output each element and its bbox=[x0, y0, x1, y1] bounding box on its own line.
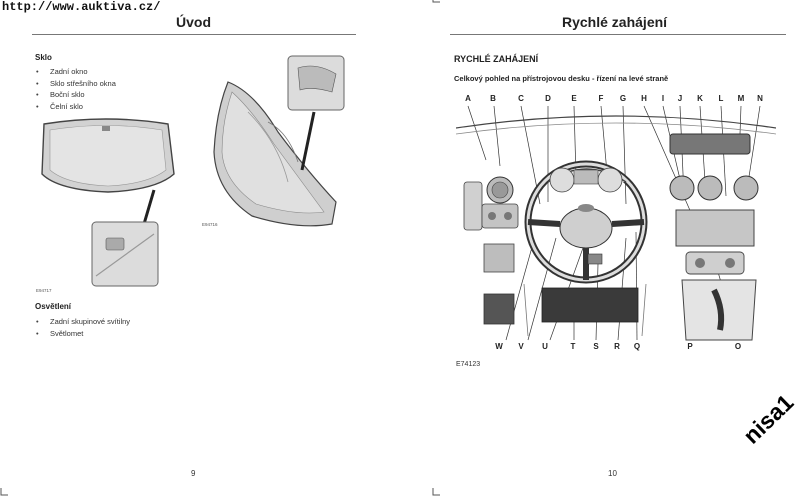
lighting-heading: Osvětlení bbox=[35, 302, 72, 311]
callout-label: U bbox=[542, 342, 548, 351]
callout-label: M bbox=[737, 94, 745, 103]
dashboard-illustration bbox=[456, 105, 776, 341]
callout-label: E bbox=[571, 94, 577, 103]
list-item: Zadní skupinové svítilny bbox=[36, 316, 130, 328]
callout-label: A bbox=[465, 94, 471, 103]
page-number: 10 bbox=[608, 469, 617, 478]
callout-label: N bbox=[757, 94, 763, 103]
windscreen-illustration bbox=[41, 118, 175, 287]
list-item: Boční sklo bbox=[36, 89, 116, 101]
page-title: Úvod bbox=[176, 14, 211, 30]
title-rule bbox=[450, 34, 786, 35]
section-heading: RYCHLÉ ZAHÁJENÍ bbox=[454, 54, 539, 64]
figure-code: E74123 bbox=[456, 361, 481, 368]
crop-mark bbox=[432, 488, 440, 496]
crop-mark bbox=[432, 0, 440, 3]
callout-label: B bbox=[490, 94, 496, 103]
page-title: Rychlé zahájení bbox=[562, 14, 668, 30]
callout-label: P bbox=[687, 342, 693, 351]
glass-heading: Sklo bbox=[35, 53, 52, 62]
callout-label: J bbox=[677, 94, 683, 103]
list-item: Světlomet bbox=[36, 328, 130, 340]
callout-label: Q bbox=[633, 342, 641, 351]
callout-label: F bbox=[598, 94, 604, 103]
callout-label: H bbox=[641, 94, 647, 103]
section-subheading: Celkový pohled na přístrojovou desku - ř… bbox=[454, 74, 669, 83]
callout-label: T bbox=[570, 342, 576, 351]
callout-label: I bbox=[661, 94, 665, 103]
crop-mark bbox=[0, 488, 8, 496]
list-item: Zadní okno bbox=[36, 66, 116, 78]
title-rule bbox=[32, 34, 356, 35]
list-item: Sklo střešního okna bbox=[36, 78, 116, 90]
callout-label: R bbox=[614, 342, 620, 351]
list-item: Čelní sklo bbox=[36, 101, 116, 113]
callout-label: G bbox=[619, 94, 627, 103]
right-page: Rychlé zahájení RYCHLÉ ZAHÁJENÍ Celkový … bbox=[400, 0, 800, 496]
callout-label: O bbox=[734, 342, 742, 351]
callout-label: L bbox=[718, 94, 724, 103]
callout-label: D bbox=[545, 94, 551, 103]
lighting-list: Zadní skupinové svítilny Světlomet bbox=[36, 316, 130, 339]
callout-label: V bbox=[518, 342, 524, 351]
callout-label: S bbox=[593, 342, 599, 351]
page-number: 9 bbox=[191, 469, 196, 478]
figure-code: E94717 bbox=[36, 288, 52, 293]
left-page: Úvod Sklo Zadní okno Sklo střešního okna… bbox=[0, 0, 400, 496]
headlight-illustration bbox=[213, 55, 345, 227]
source-url: http://www.auktiva.cz/ bbox=[2, 0, 161, 14]
callout-label: C bbox=[518, 94, 524, 103]
glass-list: Zadní okno Sklo střešního okna Boční skl… bbox=[36, 66, 116, 112]
callout-label: K bbox=[697, 94, 703, 103]
figure-code: E94716 bbox=[202, 222, 218, 227]
callout-label: W bbox=[495, 342, 503, 351]
